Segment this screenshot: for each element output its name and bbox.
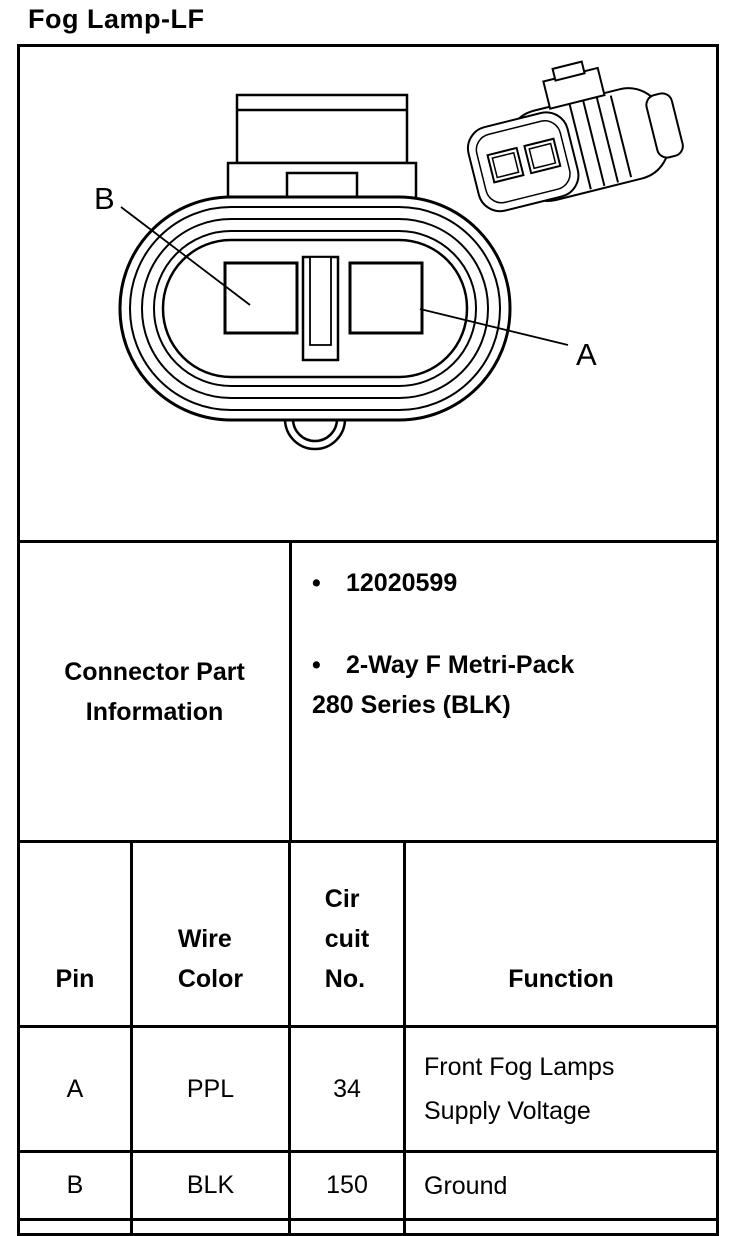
bullet-icon: • (312, 569, 321, 597)
function-value: Ground (424, 1171, 508, 1200)
function-value: Front Fog Lamps Supply Voltage (424, 1053, 615, 1125)
part-description-line2: 280 Series (BLK) (312, 691, 511, 719)
center-key-slot (301, 255, 340, 362)
header-pin: Pin (20, 843, 133, 1025)
leader-line-b (120, 206, 251, 306)
page-title: Fog Lamp-LF (28, 4, 205, 34)
pin-value: A (20, 1028, 133, 1150)
bullet-icon: • (312, 651, 321, 679)
header-circuit-no: Cir cuit No. (291, 843, 406, 1025)
header-function: Function (508, 965, 614, 993)
terminal-a-cavity (348, 261, 424, 335)
part-info-details: • 12020599 • 2-Way F Metri-Pack 280 Series… (292, 543, 716, 840)
connector-info-panel: B A Connector Part (17, 44, 719, 1236)
table-row-cutoff (20, 1218, 716, 1233)
pin-label-a: A (576, 337, 597, 372)
part-description-line1: 2-Way F Metri-Pack (346, 651, 575, 679)
table-row-pin-b: B BLK 150 Ground (20, 1150, 716, 1218)
circuit-no-value: 34 (291, 1028, 406, 1150)
part-info-row: Connector Part Information • 12020599 • 2-… (20, 540, 716, 840)
table-row-pin-a: A PPL 34 Front Fog Lamps Supply Voltage (20, 1025, 716, 1150)
leader-line-a (419, 308, 569, 346)
pin-table-header: Pin Wire Color Cir cuit No. Function (20, 840, 716, 1025)
pin-leader-lines (120, 206, 569, 346)
wire-color-value: PPL (133, 1028, 291, 1150)
wire-color-value: BLK (133, 1153, 291, 1218)
circuit-no-value: 150 (291, 1153, 406, 1218)
part-info-heading: Connector Part Information (20, 543, 292, 840)
pin-value: B (20, 1153, 133, 1218)
pin-label-b: B (94, 181, 115, 216)
connector-tower (226, 93, 418, 215)
part-number-item: • 12020599 (312, 563, 704, 603)
connector-bottom-key (283, 418, 347, 451)
part-info-heading-line2: Information (85, 697, 224, 726)
part-number: 12020599 (346, 569, 458, 597)
part-description-item: • 2-Way F Metri-Pack 280 Series (BLK) (312, 645, 704, 725)
connector-diagram-section: B A (20, 47, 716, 540)
connector-face-diagram: B A (94, 60, 684, 451)
connector-3d-rear-seal (645, 92, 684, 159)
terminal-b-cavity (223, 261, 299, 335)
connector-3d-view (466, 60, 684, 213)
terminal-cavities (223, 261, 424, 335)
header-wire-color: Wire Color (133, 843, 291, 1025)
part-info-heading-line1: Connector Part (64, 657, 245, 686)
